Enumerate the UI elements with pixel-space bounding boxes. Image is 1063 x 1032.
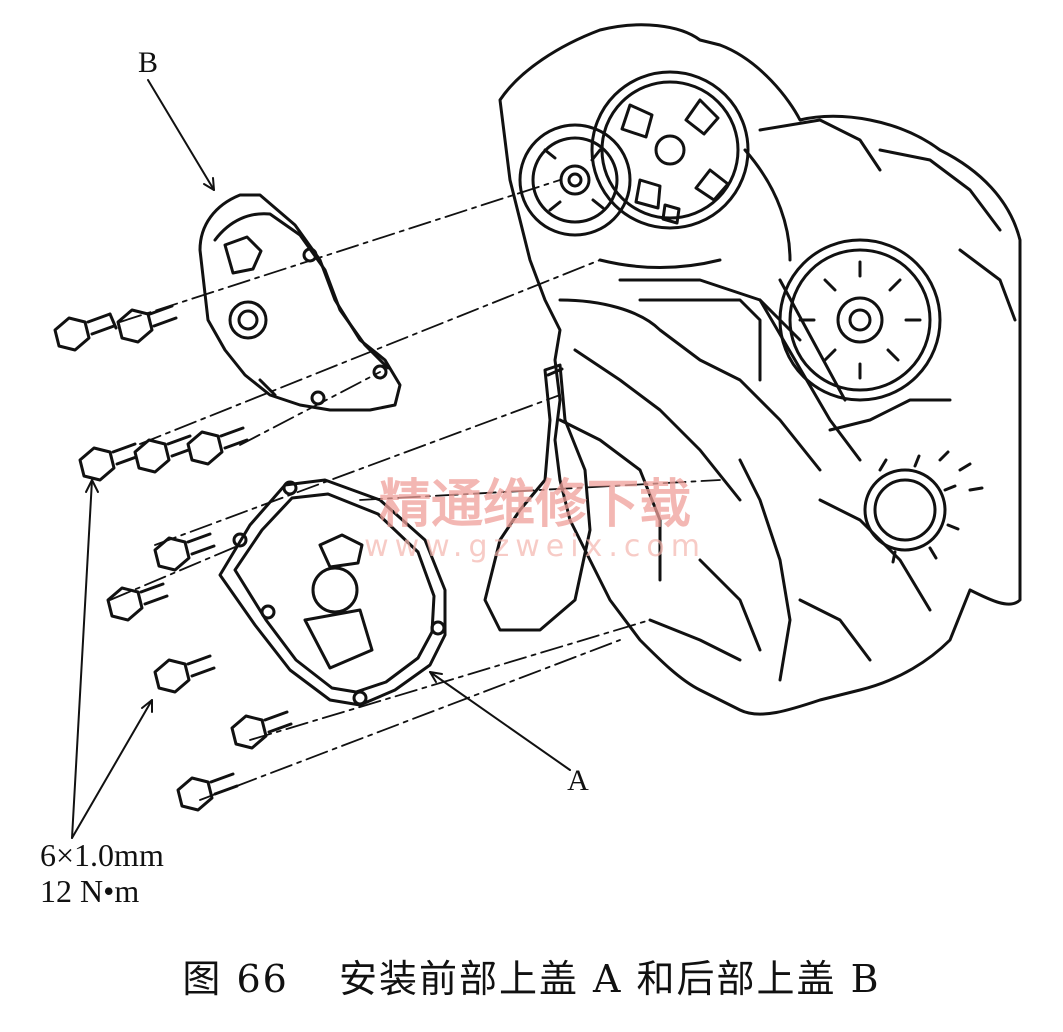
figure-caption: 图 66 安装前部上盖 A 和后部上盖 B (0, 948, 1063, 1003)
engine-assembly (498, 23, 1022, 716)
water-pipe (483, 363, 592, 632)
crank-pulley (778, 238, 942, 402)
figure-number: 图 66 (182, 957, 289, 1001)
bolt (53, 312, 118, 352)
bolt (78, 442, 141, 482)
camshaft-pulley (590, 70, 750, 230)
idler-pulley-upper (518, 123, 632, 237)
watermark-text: 精通维修下载 (379, 475, 691, 535)
bolt (230, 710, 293, 750)
leader-lines (71, 79, 571, 839)
watermark-url: www.gzweix.com (364, 529, 706, 564)
bolt (116, 304, 178, 344)
bolt (106, 582, 169, 622)
label-cover-b: B (138, 46, 158, 79)
label-torque: 12 N•m (40, 873, 139, 909)
bolt (133, 434, 196, 474)
label-bolt-spec: 6×1.0mm (40, 837, 164, 873)
timing-belt (743, 148, 862, 462)
crankshaft-seal (863, 450, 984, 564)
figure-title: 安装前部上盖 A 和后部上盖 B (338, 957, 881, 1001)
bolt (176, 772, 239, 812)
bolt (153, 654, 216, 694)
bolt-group-lower (106, 532, 293, 812)
front-upper-cover-a (218, 478, 447, 707)
label-cover-a: A (567, 764, 589, 797)
alignment-lines (109, 179, 721, 801)
bolt (186, 426, 249, 466)
rear-upper-cover-b (198, 193, 402, 412)
bolt-group-upper (53, 304, 249, 482)
bolt (153, 532, 216, 572)
